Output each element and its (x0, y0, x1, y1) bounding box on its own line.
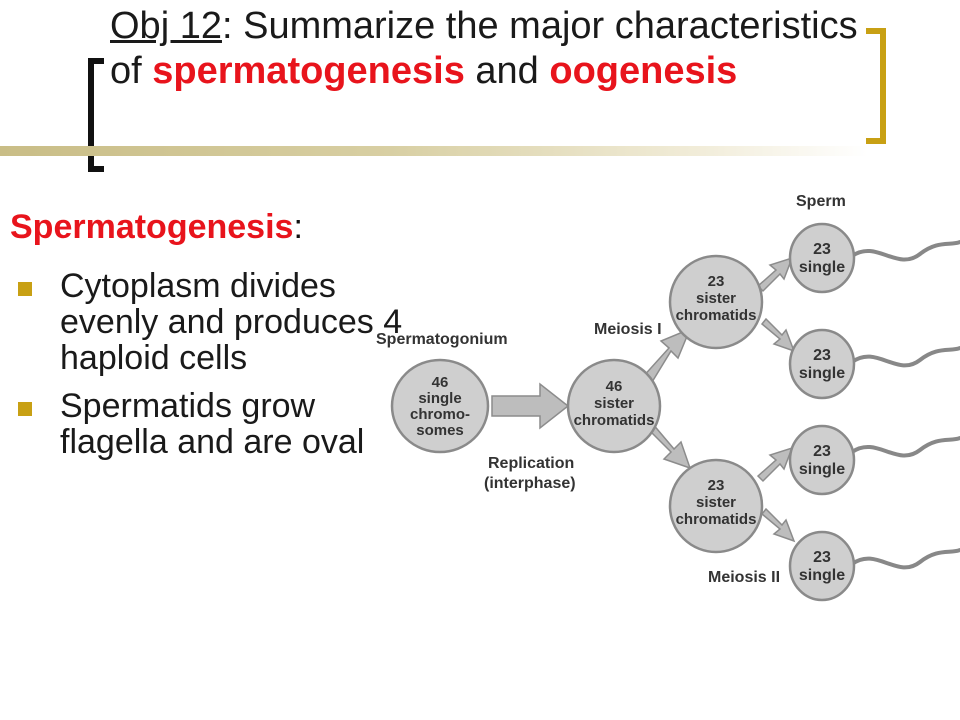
title-and: and (464, 50, 550, 92)
cell-label: sister (696, 290, 736, 307)
cell-sperm-1: 23 single (788, 222, 856, 294)
sperm-tail-3-icon (850, 436, 960, 458)
cell-label: 23 (708, 273, 725, 290)
cell-label: single (799, 259, 845, 276)
heading-colon: : (293, 208, 303, 246)
cell-label: 46 (606, 378, 623, 395)
arrow-replication-icon (491, 382, 570, 430)
cell-secondary-top: 23 sister chromatids (668, 254, 764, 350)
arrow-bottom-down-icon (760, 507, 796, 543)
arrow-top-down-icon (760, 317, 796, 353)
cell-label: 23 (813, 443, 831, 460)
right-bracket-decoration (866, 28, 886, 144)
cell-label: chromatids (676, 511, 757, 528)
label-meiosis-1: Meiosis I (594, 321, 662, 338)
sperm-tail-1-icon (850, 240, 960, 262)
cell-sperm-3: 23 single (788, 424, 856, 496)
cell-sperm-4: 23 single (788, 530, 856, 602)
arrow-bottom-up-icon (756, 446, 794, 483)
title-colon: : (221, 5, 244, 47)
title-objective-number: Obj 12 (110, 5, 222, 47)
bullet-item: Cytoplasm divides evenly and produces 4 … (14, 268, 414, 376)
cell-label: 23 (708, 477, 725, 494)
title-underline-rule (0, 146, 868, 156)
bullet-square-icon (18, 282, 32, 296)
title-term-oogenesis: oogenesis (549, 50, 738, 92)
arrow-top-up-icon (756, 256, 794, 293)
section-heading: Spermatogenesis: (10, 206, 303, 248)
cell-label: 46 (432, 374, 449, 391)
bullet-text: Spermatids grow flagella and are oval (60, 387, 365, 461)
bullet-list: Cytoplasm divides evenly and produces 4 … (14, 268, 414, 472)
cell-label: 23 (813, 549, 831, 566)
sperm-tail-4-icon (850, 548, 960, 570)
title-term-spermatogenesis: spermatogenesis (152, 50, 465, 92)
bullet-text: Cytoplasm divides evenly and produces 4 … (60, 267, 403, 377)
bullet-square-icon (18, 402, 32, 416)
cell-label: single (799, 461, 845, 478)
cell-replicated: 46 sister chromatids (566, 358, 662, 454)
label-replication: Replication (488, 455, 574, 472)
left-bracket-decoration (88, 58, 104, 172)
bullet-item: Spermatids grow flagella and are oval (14, 388, 414, 460)
cell-sperm-2: 23 single (788, 328, 856, 400)
label-spermatogonium: Spermatogonium (376, 331, 508, 348)
cell-label: somes (416, 422, 464, 439)
cell-label: chromatids (676, 307, 757, 324)
label-interphase: (interphase) (484, 475, 576, 492)
cell-label: 23 (813, 347, 831, 364)
cell-label: sister (696, 494, 736, 511)
title-text: Summarize the major characteristics of (110, 5, 858, 92)
slide-title: Obj 12: Summarize the major characterist… (110, 4, 870, 94)
label-sperm: Sperm (796, 193, 846, 210)
cell-label: sister (594, 395, 634, 412)
label-meiosis-2: Meiosis II (708, 569, 780, 586)
cell-secondary-bottom: 23 sister chromatids (668, 458, 764, 554)
cell-label: 23 (813, 241, 831, 258)
cell-label: single (418, 390, 461, 407)
cell-spermatogonium: 46 single chromo- somes (390, 358, 490, 454)
spermatogenesis-diagram: 46 single chromo- somes 46 sister chroma… (372, 184, 960, 604)
cell-label: chromo- (410, 406, 470, 423)
cell-label: single (799, 567, 845, 584)
sperm-tail-2-icon (850, 346, 960, 368)
heading-term: Spermatogenesis (10, 208, 294, 246)
diagram-canvas: 46 single chromo- somes 46 sister chroma… (376, 193, 960, 602)
cell-label: single (799, 365, 845, 382)
cell-label: chromatids (574, 412, 655, 429)
